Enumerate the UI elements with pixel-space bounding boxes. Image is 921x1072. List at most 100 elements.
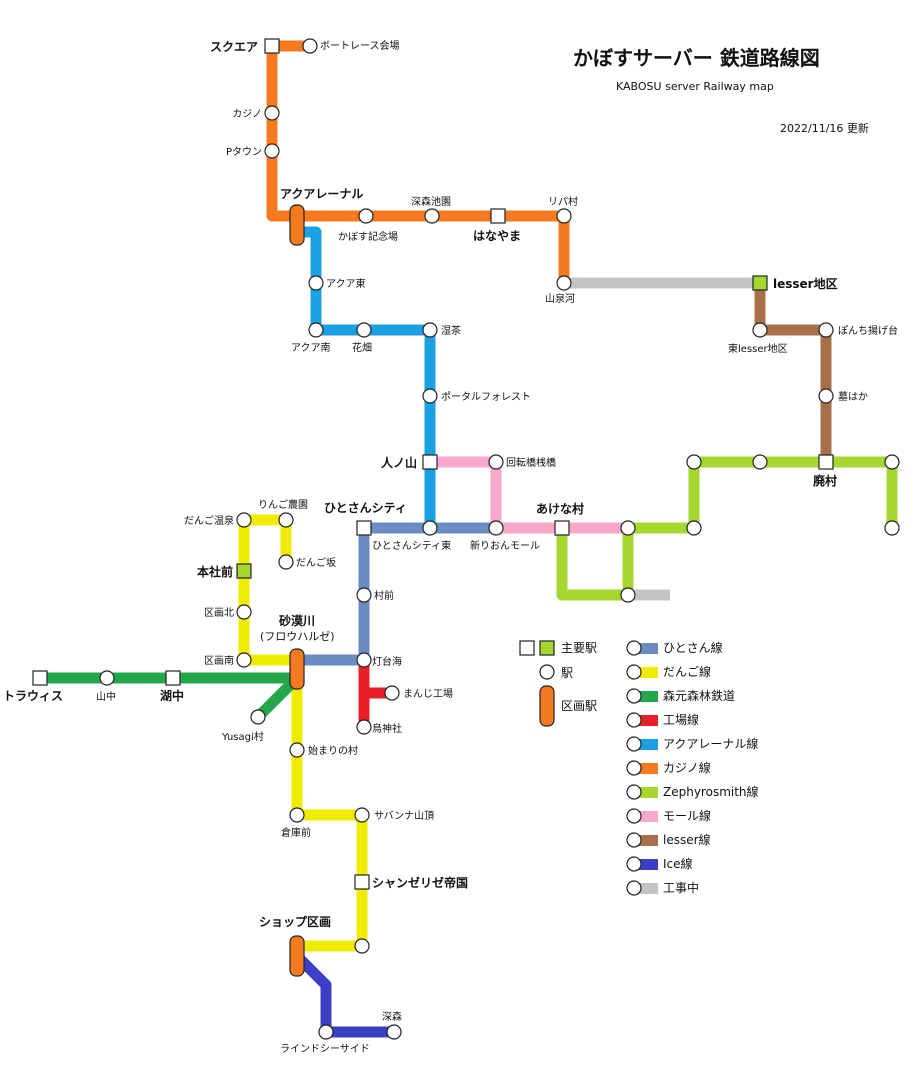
station-muramae[interactable] (356, 587, 372, 603)
station-champs[interactable] (354, 874, 370, 890)
legend-line-swatch-10 (634, 883, 658, 894)
legend-line-label-7: モール線 (663, 808, 711, 823)
station-fukamori[interactable] (386, 1024, 402, 1040)
legend-line-swatch-4 (634, 739, 658, 750)
station-konaka[interactable] (165, 670, 181, 686)
legend-line-swatch-0 (634, 643, 658, 654)
legend-major-label: 主要駅 (561, 641, 597, 655)
station-hitonoyama[interactable] (422, 454, 438, 470)
station-shop[interactable] (289, 935, 305, 977)
station-haimura[interactable] (818, 454, 834, 470)
legend-station-label: 駅 (561, 666, 573, 680)
station-zephyro-7[interactable] (620, 587, 636, 603)
legend-line-station-icon-3 (626, 712, 642, 728)
legend-line-station-icon-1 (626, 664, 642, 680)
label-ringo: りんご農園 (258, 498, 308, 511)
station-higashi-lesser[interactable] (752, 322, 768, 338)
station-trawis[interactable] (32, 670, 48, 686)
station-dango-zaka[interactable] (278, 554, 294, 570)
legend-line-station-icon-6 (626, 784, 642, 800)
station-hitosan-higashi[interactable] (422, 520, 438, 536)
station-square[interactable] (264, 38, 280, 54)
station-hitosan-city[interactable] (356, 520, 372, 536)
station-kabosu-kinenjo[interactable] (358, 208, 374, 224)
station-dango-end[interactable] (354, 938, 370, 954)
label-ripa: リパ村 (548, 195, 578, 208)
station-aqua-minami[interactable] (308, 322, 324, 338)
legend-line-station-icon-0 (626, 640, 642, 656)
station-bohaka[interactable] (818, 388, 834, 404)
label-higashi-lesser: 東lesser地区 (728, 342, 788, 355)
station-yusagi[interactable] (250, 709, 266, 725)
station-zephyro-4[interactable] (884, 520, 900, 536)
label-hajimari: 始まりの村 (308, 744, 358, 757)
legend-line-label-8: lesser線 (663, 832, 711, 847)
label-savanna: サバンナ山頂 (374, 810, 434, 822)
station-dango-onsen[interactable] (236, 512, 252, 528)
station-savanna[interactable] (354, 807, 370, 823)
label-sabakugawa-sub: (フロウハルゼ) (260, 630, 335, 643)
station-kukaku-minami[interactable] (236, 652, 252, 668)
label-shicha: 湿茶 (441, 324, 461, 337)
legend-lines: ひとさん線だんご線森元森林鉄道工場線アクアレーナル線カジノ線Zephyrosmi… (626, 640, 759, 896)
station-fukamori-chien[interactable] (424, 208, 440, 224)
label-muramae: 村前 (374, 589, 394, 602)
station-kaiten[interactable] (488, 454, 504, 470)
map-title: かぼすサーバー 鉄道路線図 (573, 46, 820, 70)
legend-line-label-3: 工場線 (663, 712, 699, 727)
legend-line-swatch-8 (634, 835, 658, 846)
station-zephyro-2[interactable] (752, 454, 768, 470)
station-zephyro-6[interactable] (620, 520, 636, 536)
legend-line-label-5: カジノ線 (663, 760, 711, 775)
station-ringo[interactable] (278, 512, 294, 528)
legend-line-station-icon-7 (626, 808, 642, 824)
label-sabakugawa: 砂漠川 (278, 613, 315, 628)
station-zephyro-3[interactable] (884, 454, 900, 470)
station-ptown[interactable] (264, 143, 280, 159)
station-ponchi[interactable] (818, 322, 834, 338)
station-akena[interactable] (554, 520, 570, 536)
station-karasu[interactable] (356, 719, 372, 735)
label-manji: まんじ工場 (403, 687, 453, 700)
station-honsha[interactable] (236, 563, 252, 579)
legend-line-station-icon-9 (626, 856, 642, 872)
station-sabakugawa[interactable] (289, 648, 305, 690)
label-yusagi: Yusagi村 (221, 730, 264, 743)
station-lesser-chiku[interactable] (752, 275, 768, 291)
station-aqua-higashi[interactable] (308, 275, 324, 291)
legend-line-label-9: Ice線 (663, 856, 693, 871)
station-shicha[interactable] (422, 322, 438, 338)
station-hanayama[interactable] (490, 208, 506, 224)
label-line-side: ラインドシーサイド (280, 1043, 370, 1055)
legend-line-swatch-6 (634, 787, 658, 798)
station-yamanaka[interactable] (99, 670, 115, 686)
station-shinrion[interactable] (488, 520, 504, 536)
label-fukamori-chien: 深森池園 (411, 195, 451, 208)
label-hitosan-higashi: ひとさんシティ東 (372, 539, 451, 552)
legend-line-station-icon-10 (626, 880, 642, 896)
legend-line-station-icon-5 (626, 760, 642, 776)
station-toudaiumi[interactable] (356, 652, 372, 668)
station-portal[interactable] (422, 388, 438, 404)
label-shinrion: 新りおんモール (470, 539, 540, 552)
station-yamaizumi[interactable] (556, 275, 572, 291)
label-kukaku-kita: 区画北 (204, 607, 234, 619)
station-boatrace[interactable] (302, 38, 318, 54)
label-trawis: トラウィス (3, 689, 63, 703)
station-zephyro-5[interactable] (686, 520, 702, 536)
station-line-side[interactable] (318, 1024, 334, 1040)
station-aquarenal[interactable] (289, 204, 305, 246)
label-dango-zaka: だんご坂 (296, 556, 336, 569)
station-zephyro-1[interactable] (686, 454, 702, 470)
station-casino[interactable] (264, 105, 280, 121)
station-kukaku-kita[interactable] (236, 604, 252, 620)
legend-district-label: 区画駅 (561, 699, 597, 713)
station-ripa[interactable] (556, 208, 572, 224)
station-manji[interactable] (384, 685, 400, 701)
station-hajimari[interactable] (289, 742, 305, 758)
legend-line-swatch-2 (634, 691, 658, 702)
lesser-line (754, 283, 832, 462)
station-hanabatake[interactable] (356, 322, 372, 338)
station-sokomae[interactable] (289, 807, 305, 823)
